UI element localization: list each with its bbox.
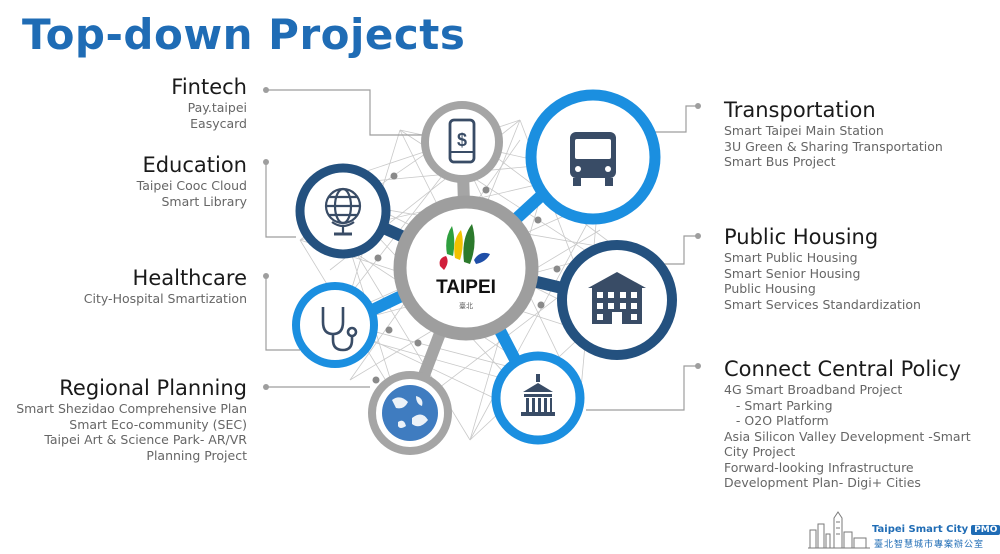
leader-lines xyxy=(265,89,698,411)
taipei-logo xyxy=(439,224,490,270)
education-line: Taipei Cooc Cloud xyxy=(136,178,247,193)
healthcare-line: City-Hospital Smartization xyxy=(83,291,247,306)
education-line: Smart Library xyxy=(161,193,248,209)
node-fintech: $ xyxy=(421,101,503,183)
connect-central-policy-line: Asia Silicon Valley Development -Smart xyxy=(724,428,971,444)
heading-public-housing: Public Housing xyxy=(724,225,879,249)
pmo-badge: PMO xyxy=(971,525,1000,535)
heading-education: Education xyxy=(142,153,247,177)
block-regional-planning: Regional Planning Smart Shezidao Compreh… xyxy=(10,375,247,463)
connect-central-policy-line: Forward-looking Infrastructure xyxy=(724,459,914,475)
center-hub: TAIPEI 臺北 xyxy=(393,195,539,341)
hub-logo-text: TAIPEI xyxy=(436,277,496,298)
fintech-line: Pay.taipei xyxy=(187,100,247,115)
public-housing-line: Smart Senior Housing xyxy=(724,265,861,281)
node-healthcare xyxy=(292,282,378,368)
heading-transportation: Transportation xyxy=(724,98,876,122)
regional-planning-line: Smart Eco-community (SEC) xyxy=(69,416,247,432)
block-healthcare: Healthcare City-Hospital Smartization xyxy=(18,265,247,307)
taipei-smart-city-logo xyxy=(808,511,870,549)
connect-central-policy-line: - O2O Platform xyxy=(724,413,829,428)
page-title: Top-down Projects xyxy=(22,10,466,59)
transportation-line: Smart Taipei Main Station xyxy=(724,123,884,138)
block-education: Education Taipei Cooc Cloud Smart Librar… xyxy=(18,152,247,209)
connect-central-policy-line: City Project xyxy=(724,444,796,459)
block-public-housing: Public Housing Smart Public Housing Smar… xyxy=(724,224,994,312)
transportation-line: Smart Bus Project xyxy=(724,154,836,169)
footer-subtitle: 臺北智慧城市專案辦公室 xyxy=(874,540,985,550)
hub-logo-subtext: 臺北 xyxy=(459,301,473,310)
footer-title-text: Taipei Smart City xyxy=(872,524,969,535)
public-housing-line: Public Housing xyxy=(724,281,816,296)
fintech-line: Easycard xyxy=(190,115,247,131)
heading-regional-planning: Regional Planning xyxy=(59,376,247,400)
block-connect-central-policy: Connect Central Policy 4G Smart Broadban… xyxy=(724,356,996,491)
leader-dots xyxy=(263,87,701,390)
block-transportation: Transportation Smart Taipei Main Station… xyxy=(724,97,994,170)
connect-central-policy-line: Development Plan- Digi+ Cities xyxy=(724,475,921,490)
connect-central-policy-line: - Smart Parking xyxy=(724,397,833,413)
public-housing-line: Smart Services Standardization xyxy=(724,296,921,312)
node-transportation xyxy=(525,89,661,225)
svg-text:$: $ xyxy=(457,130,467,150)
node-education xyxy=(295,163,391,259)
transportation-line: 3U Green & Sharing Transportation xyxy=(724,138,943,154)
smartphone-dollar-icon: $ xyxy=(448,118,476,164)
globe-icon xyxy=(324,187,362,236)
heading-fintech: Fintech xyxy=(171,75,247,99)
heading-connect-central-policy: Connect Central Policy xyxy=(724,357,962,381)
node-public-housing xyxy=(557,240,677,360)
regional-planning-line: Taipei Art & Science Park- AR/VR xyxy=(44,432,247,447)
node-regional-planning xyxy=(368,371,452,455)
regional-planning-line: Planning Project xyxy=(146,447,247,463)
block-fintech: Fintech Pay.taipei Easycard xyxy=(18,74,247,131)
building-icon xyxy=(588,272,646,324)
regional-planning-line: Smart Shezidao Comprehensive Plan xyxy=(16,401,247,416)
connect-central-policy-line: 4G Smart Broadband Project xyxy=(724,382,903,397)
public-housing-line: Smart Public Housing xyxy=(724,250,858,265)
bus-icon xyxy=(570,132,616,186)
skyline-icon xyxy=(808,511,870,549)
node-connect-central-policy xyxy=(491,351,585,445)
government-building-icon xyxy=(521,374,555,416)
heading-healthcare: Healthcare xyxy=(132,266,247,290)
stethoscope-icon xyxy=(321,307,358,352)
map-icon xyxy=(392,396,428,428)
